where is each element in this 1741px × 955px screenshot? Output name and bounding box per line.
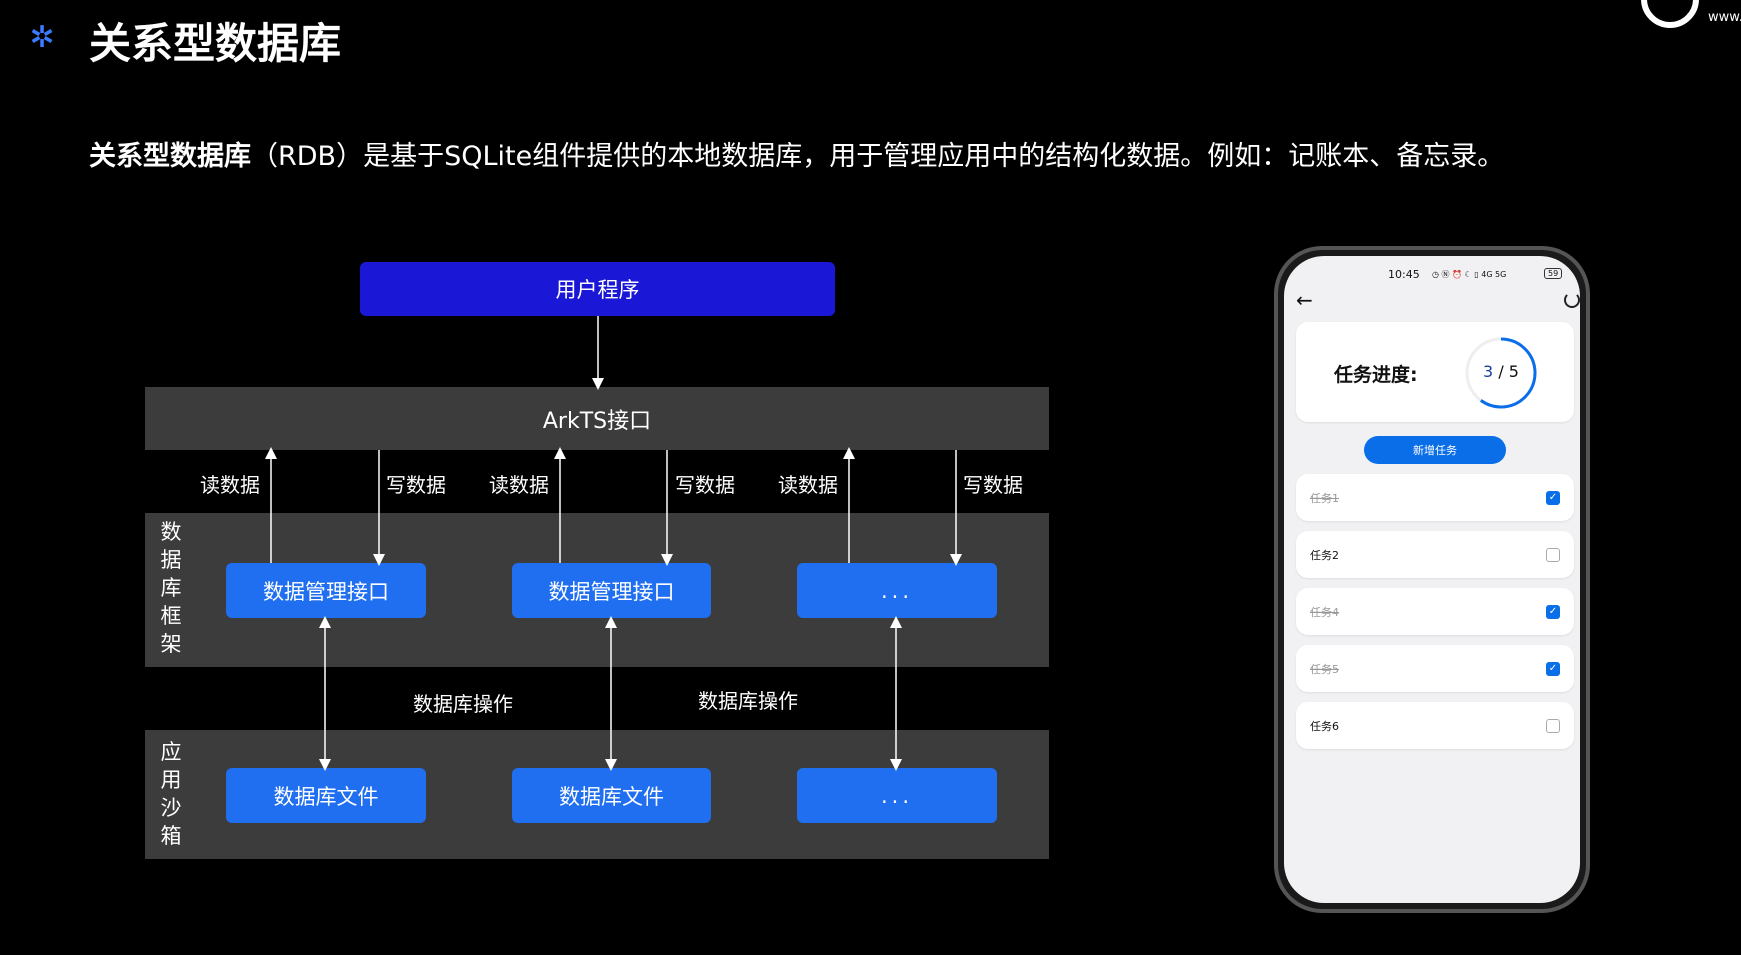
refresh-icon[interactable]	[1564, 292, 1580, 308]
sandbox-label: 应用沙箱	[159, 738, 183, 850]
subtitle-rest: （RDB）是基于SQLite组件提供的本地数据库，用于管理应用中的结构化数据。例…	[251, 141, 1505, 172]
progress-ring	[1465, 337, 1537, 409]
task-checkbox[interactable]	[1546, 547, 1560, 562]
subtitle: 关系型数据库（RDB）是基于SQLite组件提供的本地数据库，用于管理应用中的结…	[89, 134, 1504, 173]
data-mgmt-more-box: ...	[797, 563, 997, 618]
task-name: 任务6	[1310, 719, 1339, 733]
char: 用	[160, 768, 182, 792]
db-operation-label: 数据库操作	[413, 692, 513, 716]
add-task-button[interactable]: 新增任务	[1364, 436, 1506, 464]
task-item[interactable]: 任务2	[1296, 531, 1574, 578]
read-label: 读数据	[489, 473, 549, 497]
user-program-box: 用户程序	[360, 262, 835, 316]
char: 箱	[160, 824, 182, 848]
write-label: 写数据	[386, 473, 446, 497]
char: 数	[160, 520, 182, 544]
db-operation-label: 数据库操作	[698, 689, 798, 713]
task-name: 任务5	[1310, 662, 1339, 676]
watermark-url: www.	[1708, 10, 1741, 25]
read-label: 读数据	[200, 473, 260, 497]
data-mgmt-interface-box: 数据管理接口	[512, 563, 711, 618]
task-item[interactable]: 任务4 ✓	[1296, 588, 1574, 635]
progress-done: 3	[1483, 362, 1494, 381]
task-name: 任务1	[1310, 491, 1339, 505]
char: 据	[160, 548, 182, 572]
char: 应	[160, 740, 182, 764]
db-file-box: 数据库文件	[226, 768, 426, 823]
task-name: 任务4	[1310, 605, 1339, 619]
read-label: 读数据	[778, 473, 838, 497]
data-mgmt-interface-box: 数据管理接口	[226, 563, 426, 618]
task-item[interactable]: 任务1 ✓	[1296, 474, 1574, 521]
write-label: 写数据	[963, 473, 1023, 497]
task-item[interactable]: 任务5 ✓	[1296, 645, 1574, 692]
subtitle-bold: 关系型数据库	[89, 141, 251, 172]
task-checkbox[interactable]: ✓	[1546, 604, 1560, 619]
db-file-box: 数据库文件	[512, 768, 711, 823]
char: 库	[160, 576, 182, 600]
progress-label: 任务进度:	[1334, 364, 1418, 386]
char: 框	[160, 604, 182, 628]
task-name: 任务2	[1310, 548, 1339, 562]
phone-mockup: 10:45 ◷ Ⓝ ⏰ ☾ ▯ 4G 5G 59 ← 任务进度: 3 / 5 新…	[1274, 246, 1590, 913]
char: 沙	[160, 796, 182, 820]
page-title: 关系型数据库	[89, 19, 342, 68]
task-checkbox[interactable]	[1546, 718, 1560, 733]
progress-total: / 5	[1498, 362, 1519, 381]
db-file-more-box: ...	[797, 768, 997, 823]
progress-value: 3 / 5	[1478, 362, 1524, 381]
back-arrow-icon[interactable]: ←	[1296, 288, 1313, 312]
progress-card: 任务进度: 3 / 5	[1296, 322, 1574, 422]
sparkle-icon: ✲	[29, 20, 55, 55]
battery-icon: 59	[1544, 268, 1563, 279]
arkts-label: ArkTS接口	[542, 408, 652, 434]
framework-label: 数据库框架	[159, 518, 183, 658]
arkts-interface-bar: ArkTS接口	[145, 387, 1049, 450]
task-item[interactable]: 任务6	[1296, 702, 1574, 749]
task-checkbox[interactable]: ✓	[1546, 490, 1560, 505]
char: 架	[160, 632, 182, 656]
status-time: 10:45	[1388, 268, 1420, 281]
phone-screen: 10:45 ◷ Ⓝ ⏰ ☾ ▯ 4G 5G 59 ← 任务进度: 3 / 5 新…	[1284, 256, 1580, 903]
status-icons: ◷ Ⓝ ⏰ ☾ ▯ 4G 5G	[1432, 270, 1507, 279]
task-checkbox[interactable]: ✓	[1546, 661, 1560, 676]
write-label: 写数据	[675, 473, 735, 497]
